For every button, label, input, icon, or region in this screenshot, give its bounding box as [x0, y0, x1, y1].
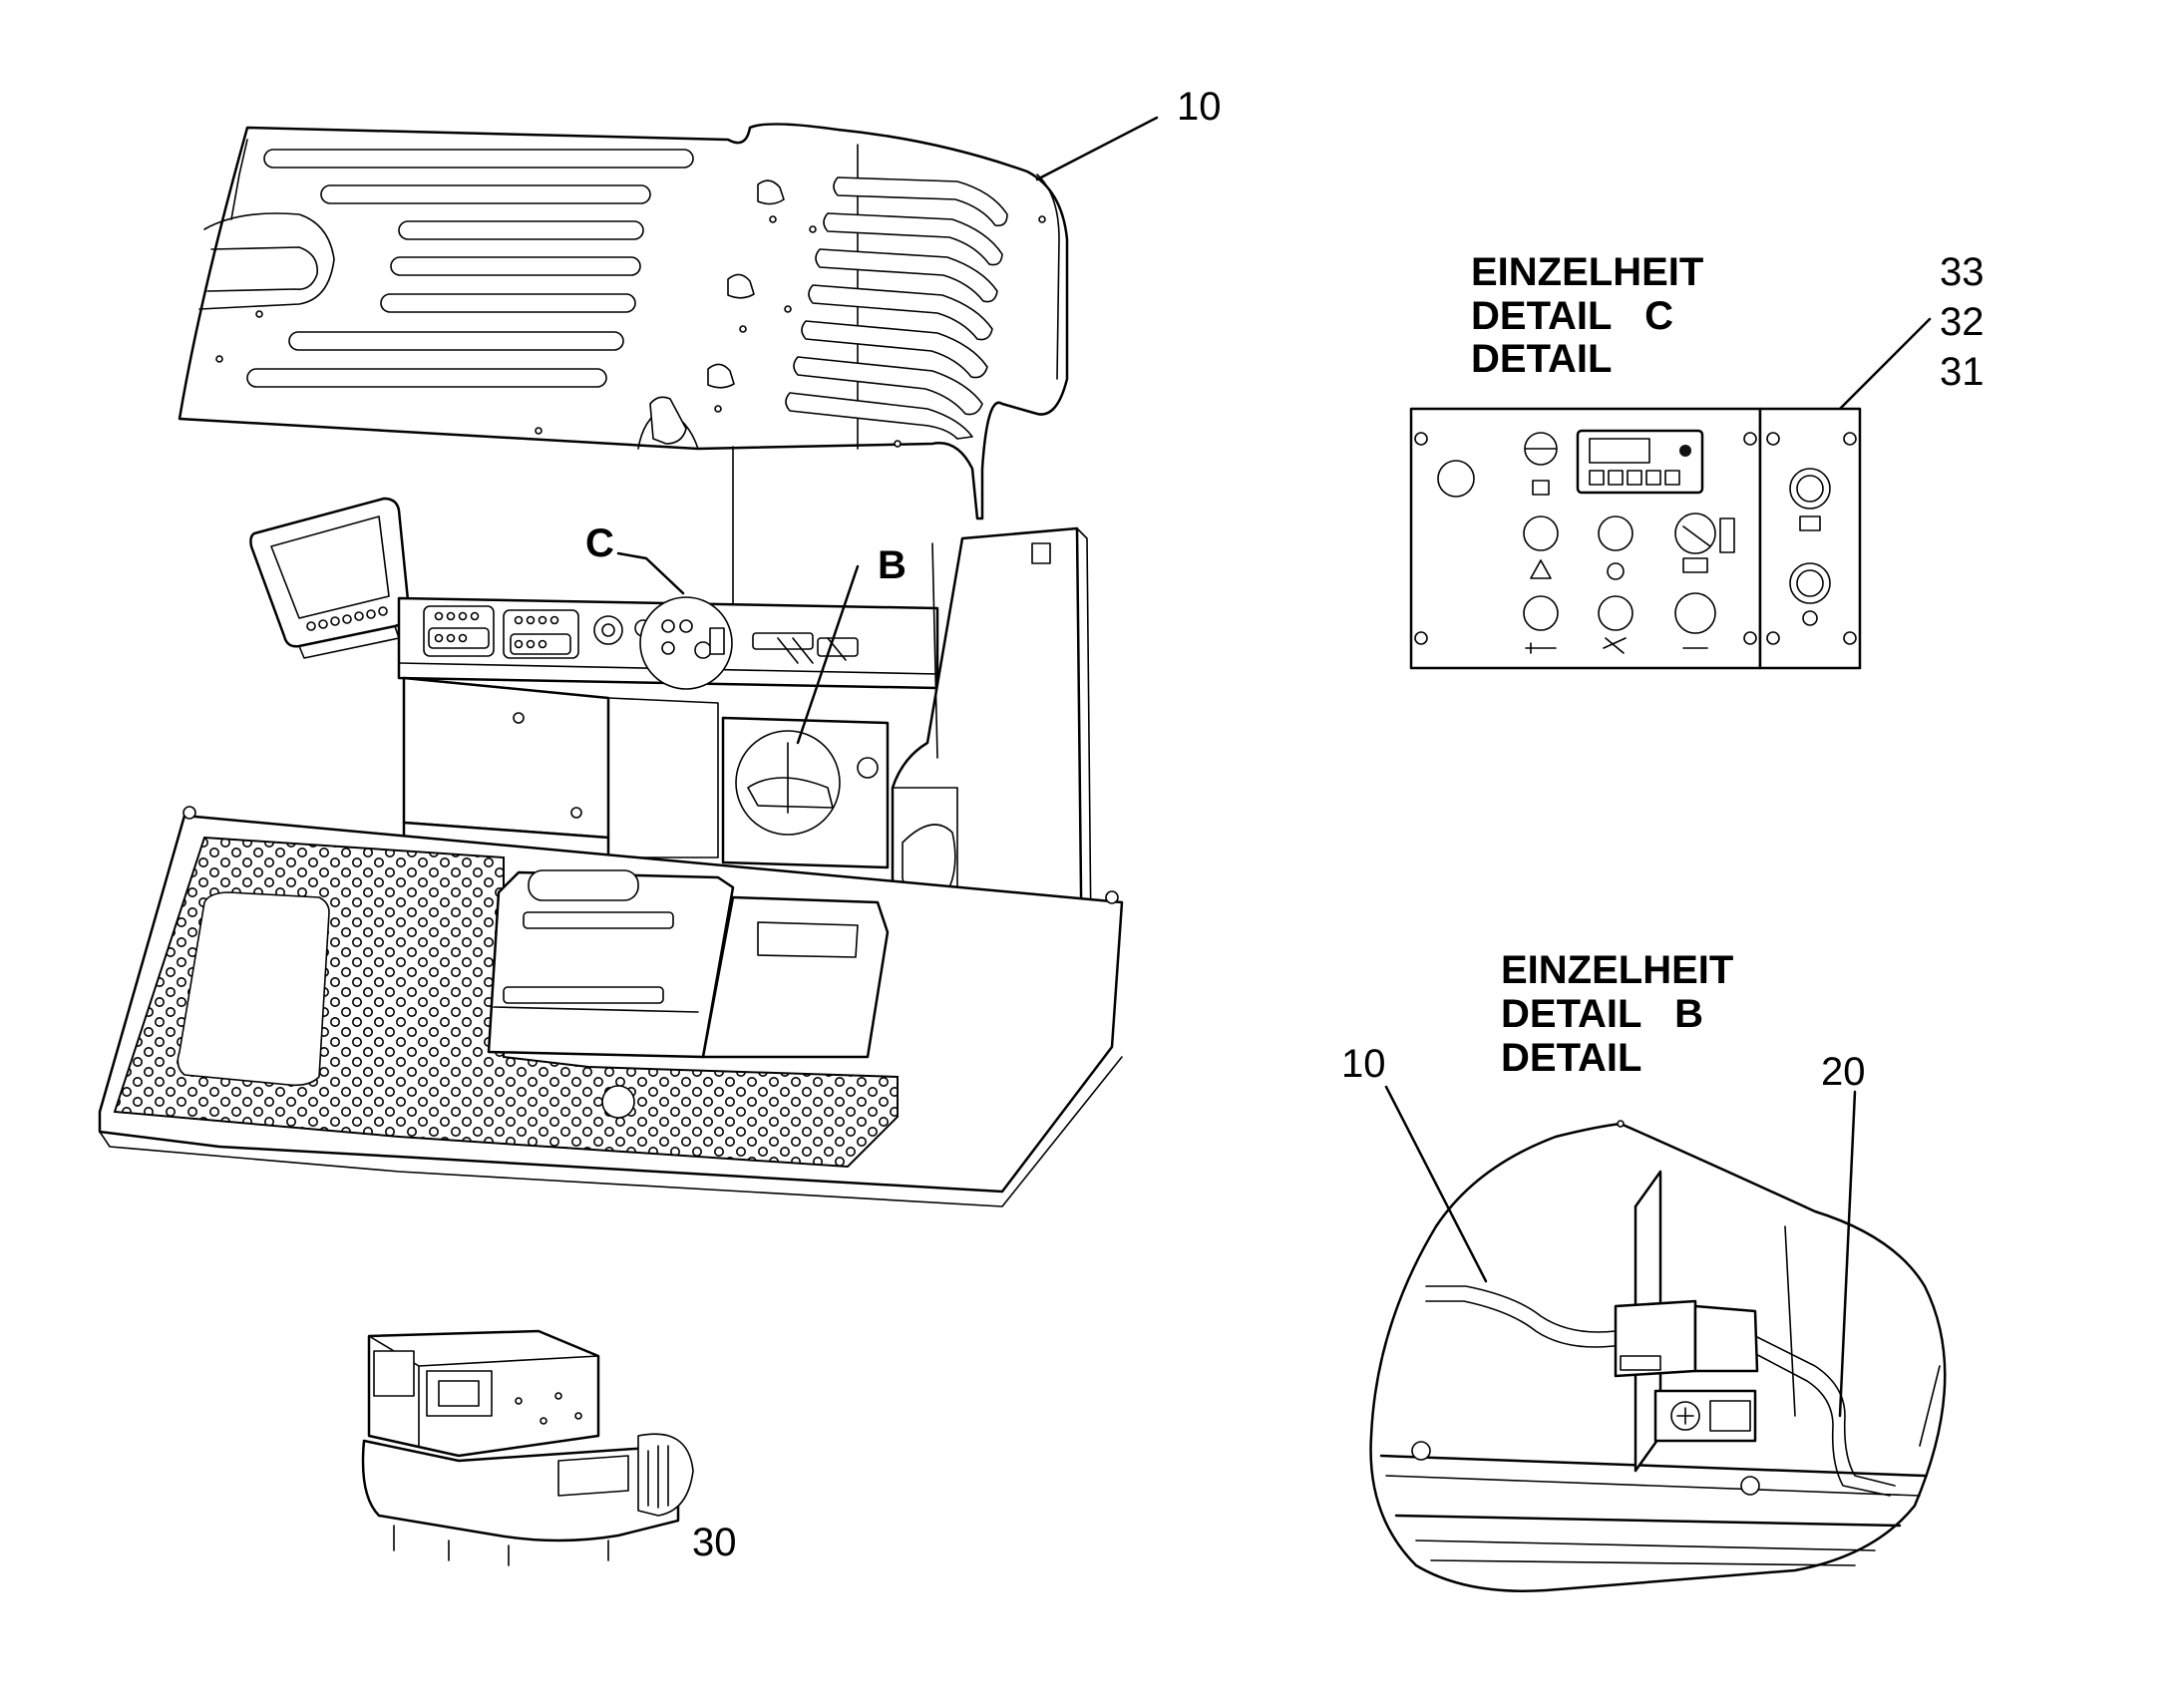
- callout-10-detail-b: 10: [1341, 1042, 1386, 1086]
- cover-slots-left: [246, 149, 694, 388]
- detail-b-line1: EINZELHEIT: [1501, 948, 1733, 992]
- cover-slots-right: [785, 176, 1008, 440]
- leader-marker-c: [616, 551, 685, 595]
- marker-c-label: C: [585, 521, 614, 565]
- leader-20: [1838, 1090, 1857, 1418]
- callout-33: 33: [1940, 250, 1985, 294]
- detail-b-line3: DETAIL: [1501, 1036, 1641, 1080]
- detail-b-title: EINZELHEIT DETAIL B DETAIL: [1501, 948, 1733, 1080]
- panel-small-buttons: [434, 611, 559, 649]
- detail-c-line2: DETAIL C: [1471, 294, 1673, 338]
- heater-unit: [361, 1329, 694, 1566]
- seat-box: [487, 869, 890, 1059]
- detail-c-line1: EINZELHEIT: [1471, 250, 1703, 294]
- callout-10-main: 10: [1177, 85, 1222, 129]
- detail-c-control-panel: [1409, 407, 1862, 670]
- leader-10-main: [1035, 116, 1159, 181]
- detail-c-marker-circle: [639, 596, 733, 690]
- callout-20: 20: [1821, 1050, 1866, 1094]
- detail-b-view: [1369, 1120, 1947, 1592]
- detail-c-line3: DETAIL: [1471, 337, 1612, 381]
- display-monitor: [249, 497, 411, 659]
- leader-10-detail-b: [1384, 1085, 1488, 1283]
- callout-31: 31: [1940, 350, 1985, 394]
- top-cover-plate: [178, 123, 1069, 520]
- operator-console: [397, 596, 939, 869]
- callout-30: 30: [692, 1521, 737, 1564]
- callout-32: 32: [1940, 300, 1985, 344]
- leader-marker-b: [796, 564, 860, 745]
- monitor-buttons: [306, 606, 388, 631]
- panel-blank-plug: [1437, 460, 1475, 498]
- panel-selector-switch: [1674, 512, 1716, 554]
- marker-b-label: B: [878, 543, 907, 587]
- detail-b-line2: DETAIL B: [1501, 992, 1703, 1036]
- detail-c-title: EINZELHEIT DETAIL C DETAIL: [1471, 250, 1703, 381]
